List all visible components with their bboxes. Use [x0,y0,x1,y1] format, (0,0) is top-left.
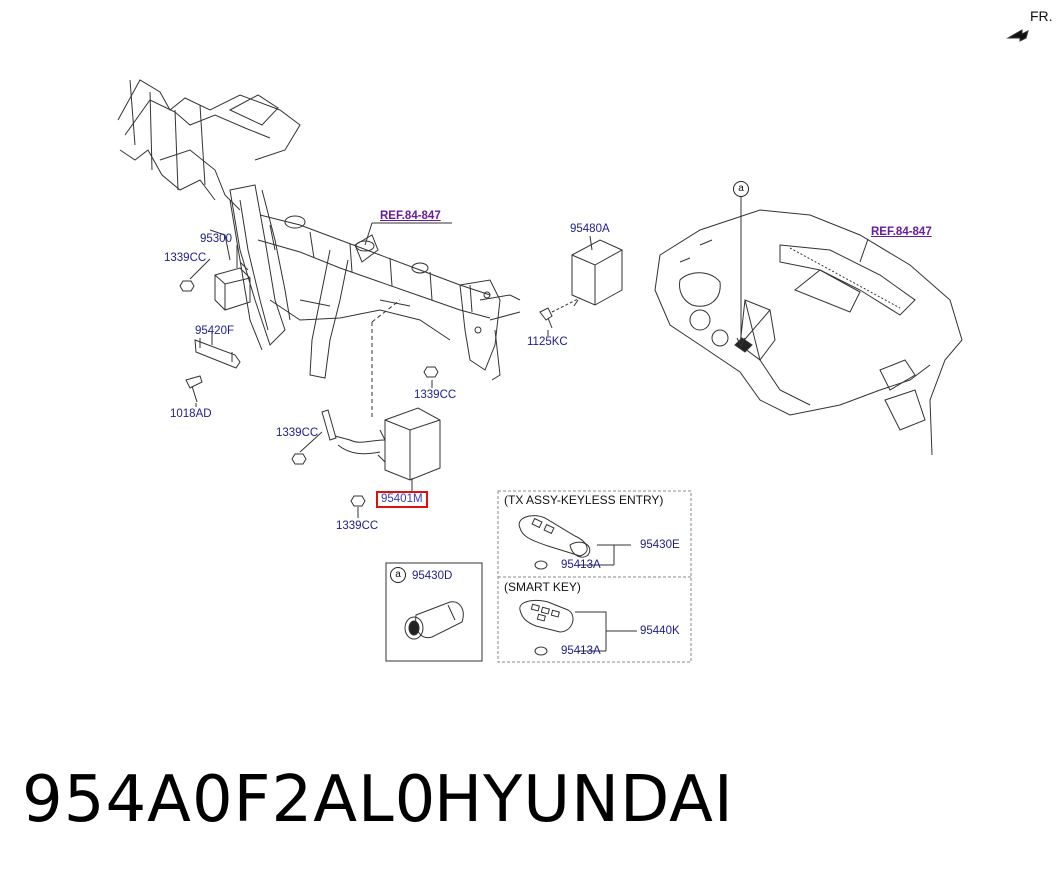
part-label-1339cc-mid[interactable]: 1339CC [414,389,457,401]
callout-a-box: a [390,567,406,583]
smart-key-module-95401m-drawing [321,299,441,481]
part-label-95430d[interactable]: 95430D [412,570,453,582]
part-label-95430e[interactable]: 95430E [640,539,680,551]
smartkey-box-title: (SMART KEY) [504,580,581,594]
part-label-1339cc-bottom[interactable]: 1339CC [336,520,379,532]
part-label-1018ad[interactable]: 1018AD [170,408,212,420]
part-label-95440k[interactable]: 95440K [640,625,680,637]
part-label-95300[interactable]: 95300 [200,233,232,245]
ecu-95480a-drawing [571,239,623,307]
nut-1339cc-left-drawing [291,453,307,465]
bolt-1125kc-drawing [539,297,581,329]
part-label-95413a-bottom[interactable]: 95413A [561,645,601,657]
smart-key-fob-drawing [519,599,637,656]
footer-part-number: 954A0F2AL0 [22,763,437,837]
antenna-95420f-drawing [194,338,241,369]
bolt-1018ad-drawing [185,375,203,403]
part-label-1339cc-top[interactable]: 1339CC [164,252,207,264]
module-95300-drawing [214,261,251,311]
part-label-95413a-top[interactable]: 95413A [561,559,601,571]
part-label-95401m[interactable]: 95401M [376,491,428,508]
ref-right-leader [859,238,869,263]
nut-1339cc-mid-drawing [423,366,439,378]
ref-label-right[interactable]: REF.84-847 [871,226,932,238]
ref-label-left[interactable]: REF.84-847 [380,210,441,222]
cowl-cross-member-drawing [117,79,521,381]
front-arrow-icon [1006,29,1029,42]
callout-a-dashboard: a [733,181,749,197]
keyless-box-title: (TX ASSY-KEYLESS ENTRY) [504,493,664,507]
part-label-1125kc[interactable]: 1125KC [527,336,568,348]
orientation-label: FR. [1030,8,1053,24]
footer-brand: HYUNDAI [434,763,734,837]
part-label-95480a[interactable]: 95480A [570,223,610,235]
part-label-95420f[interactable]: 95420F [195,325,235,337]
dashboard-drawing [654,196,963,456]
start-switch-95430d-drawing [404,601,464,640]
nut-1339cc-top-drawing [179,280,195,292]
ref-left-leader-tick [364,222,373,246]
part-label-1339cc-left[interactable]: 1339CC [276,427,319,439]
keyless-fob-drawing [518,515,631,570]
nut-1339cc-bottom-drawing [350,495,366,507]
